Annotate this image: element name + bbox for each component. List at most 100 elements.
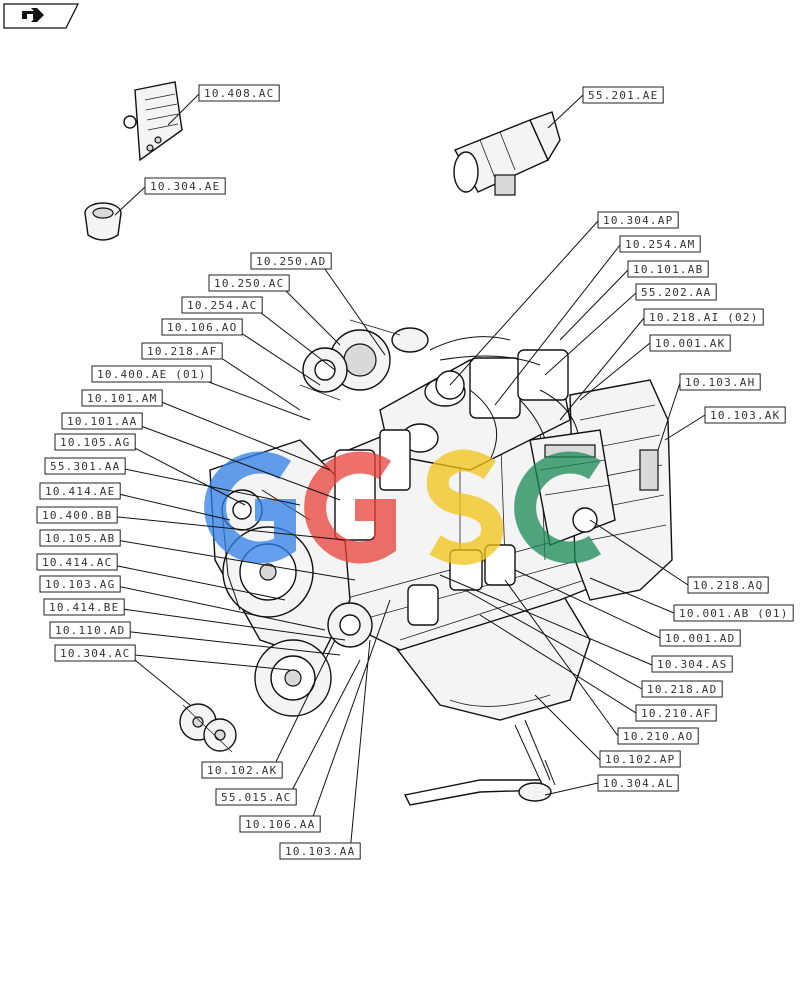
dipstick xyxy=(403,719,556,806)
callout-10-103-ak[interactable]: 10.103.AK xyxy=(704,406,786,424)
callout-10-103-aa[interactable]: 10.103.AA xyxy=(279,842,361,860)
callout-box xyxy=(49,621,131,639)
callout-code: 10.110.AD xyxy=(55,624,125,637)
callout-code: 10.304.AE xyxy=(150,180,220,193)
callout-box xyxy=(659,629,741,647)
callout-10-254-ac[interactable]: 10.254.AC xyxy=(181,296,263,314)
callout-10-414-be[interactable]: 10.414.BE xyxy=(43,598,125,616)
callout-code: 10.001.AK xyxy=(655,337,725,350)
callout-55-015-ac[interactable]: 55.015.AC xyxy=(215,788,297,806)
callout-10-103-ag[interactable]: 10.103.AG xyxy=(39,575,121,593)
callout-box xyxy=(627,260,709,278)
callout-box xyxy=(215,788,297,806)
callout-10-304-ae[interactable]: 10.304.AE xyxy=(144,177,226,195)
leader-lines xyxy=(107,93,706,853)
callout-10-218-ad[interactable]: 10.218.AD xyxy=(641,680,723,698)
callout-10-218-aq[interactable]: 10.218.AQ xyxy=(687,576,769,594)
callout-code: 10.304.AL xyxy=(603,777,673,790)
callout-55-202-aa[interactable]: 55.202.AA xyxy=(635,283,717,301)
callout-code: 10.218.AI (02) xyxy=(649,311,759,324)
callout-box xyxy=(582,86,664,104)
callout-10-304-as[interactable]: 10.304.AS xyxy=(651,655,733,673)
callout-10-304-ap[interactable]: 10.304.AP xyxy=(597,211,679,229)
callout-code: 10.304.AC xyxy=(60,647,130,660)
callout-code: 10.001.AD xyxy=(665,632,735,645)
callout-10-105-ag[interactable]: 10.105.AG xyxy=(54,433,136,451)
callout-code: 10.414.AC xyxy=(42,556,112,569)
callout-box xyxy=(619,235,701,253)
callout-10-414-ac[interactable]: 10.414.AC xyxy=(36,553,118,571)
callout-box xyxy=(44,457,126,475)
callout-55-301-aa[interactable]: 55.301.AA xyxy=(44,457,126,475)
callout-10-408-ac[interactable]: 10.408.AC xyxy=(198,84,280,102)
callout-box xyxy=(704,406,786,424)
callout-10-101-ab[interactable]: 10.101.AB xyxy=(627,260,709,278)
back-arrow-icon[interactable] xyxy=(3,3,80,29)
callout-code: 10.400.BB xyxy=(42,509,112,522)
callout-10-218-af[interactable]: 10.218.AF xyxy=(141,342,223,360)
callout-10-400-bb[interactable]: 10.400.BB xyxy=(36,506,118,524)
watermark-letter-2 xyxy=(304,451,396,564)
callout-box xyxy=(279,842,361,860)
callout-code: 10.250.AD xyxy=(256,255,326,268)
callout-box xyxy=(36,553,118,571)
callout-code: 55.301.AA xyxy=(50,460,120,473)
callout-code: 10.001.AB (01) xyxy=(679,607,789,620)
callout-box xyxy=(597,211,679,229)
callout-10-414-ae[interactable]: 10.414.AE xyxy=(39,482,121,500)
callout-code: 10.218.AQ xyxy=(693,579,763,592)
callout-code: 10.400.AE (01) xyxy=(97,368,207,381)
callout-box xyxy=(250,252,332,270)
callout-box xyxy=(201,761,283,779)
callout-10-101-am[interactable]: 10.101.AM xyxy=(81,389,163,407)
callout-code: 10.304.AP xyxy=(603,214,673,227)
turbocharger xyxy=(299,319,429,401)
callout-10-254-am[interactable]: 10.254.AM xyxy=(619,235,701,253)
callout-10-110-ad[interactable]: 10.110.AD xyxy=(49,621,131,639)
callout-10-250-ad[interactable]: 10.250.AD xyxy=(250,252,332,270)
callout-10-400-ae-01[interactable]: 10.400.AE (01) xyxy=(91,365,212,383)
callout-box xyxy=(141,342,223,360)
callout-box xyxy=(161,318,243,336)
watermark xyxy=(204,449,602,565)
callout-code: 10.250.AC xyxy=(214,277,284,290)
callout-10-218-ai-02[interactable]: 10.218.AI (02) xyxy=(643,308,764,326)
callout-10-001-ad[interactable]: 10.001.AD xyxy=(659,629,741,647)
callout-code: 10.304.AS xyxy=(657,658,727,671)
callout-box xyxy=(54,433,136,451)
callout-box xyxy=(597,774,679,792)
watermark-letter-3 xyxy=(426,449,504,565)
callout-10-001-ab-01[interactable]: 10.001.AB (01) xyxy=(673,604,794,622)
callout-box xyxy=(54,644,136,662)
callout-box xyxy=(643,308,764,326)
callout-10-210-af[interactable]: 10.210.AF xyxy=(635,704,717,722)
callout-box xyxy=(91,365,212,383)
callout-code: 10.101.AA xyxy=(67,415,137,428)
callout-code: 10.106.AO xyxy=(167,321,237,334)
callout-box xyxy=(36,506,118,524)
callout-code: 10.218.AD xyxy=(647,683,717,696)
callout-10-106-aa[interactable]: 10.106.AA xyxy=(239,815,321,833)
callout-10-304-al[interactable]: 10.304.AL xyxy=(597,774,679,792)
callout-10-001-ak[interactable]: 10.001.AK xyxy=(649,334,731,352)
callout-10-210-ao[interactable]: 10.210.AO xyxy=(617,727,699,745)
callout-10-103-ah[interactable]: 10.103.AH xyxy=(679,373,761,391)
callout-code: 55.015.AC xyxy=(221,791,291,804)
callout-10-105-ab[interactable]: 10.105.AB xyxy=(39,529,121,547)
callout-10-250-ac[interactable]: 10.250.AC xyxy=(208,274,290,292)
callout-box xyxy=(39,482,121,500)
callout-code: 10.103.AH xyxy=(685,376,755,389)
callout-55-201-ae[interactable]: 55.201.AE xyxy=(582,86,664,104)
callout-10-304-ac[interactable]: 10.304.AC xyxy=(54,644,136,662)
callout-code: 10.106.AA xyxy=(245,818,315,831)
callout-box xyxy=(39,575,121,593)
callout-code: 10.210.AF xyxy=(641,707,711,720)
callout-10-101-aa[interactable]: 10.101.AA xyxy=(61,412,143,430)
callout-box xyxy=(635,283,717,301)
callout-code: 10.101.AB xyxy=(633,263,703,276)
callout-code: 10.103.AG xyxy=(45,578,115,591)
callout-10-102-ap[interactable]: 10.102.AP xyxy=(599,750,681,768)
callout-10-106-ao[interactable]: 10.106.AO xyxy=(161,318,243,336)
callout-labels: 10.408.AC 55.201.AE 10.304.AE 10.304.AP 10.2… xyxy=(36,84,794,860)
callout-10-102-ak[interactable]: 10.102.AK xyxy=(201,761,283,779)
